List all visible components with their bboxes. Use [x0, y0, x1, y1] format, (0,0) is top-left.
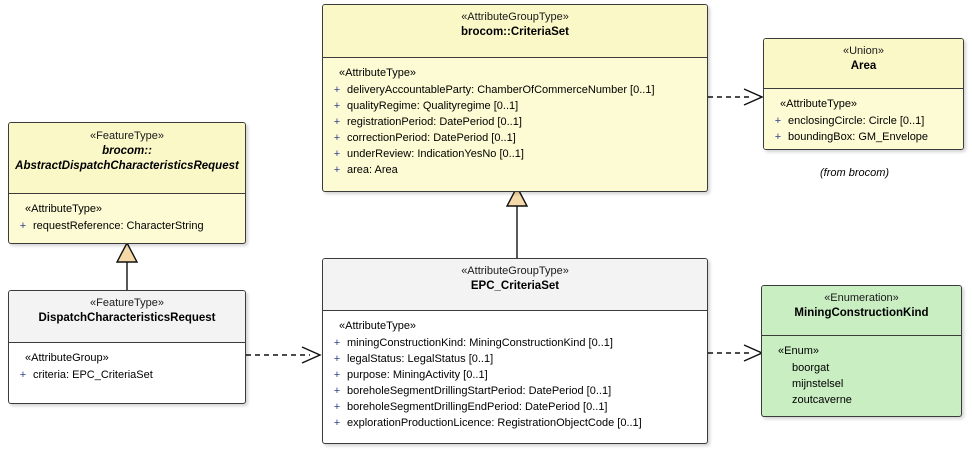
- class-box-abstract-dispatch-characteristics-request[interactable]: «FeatureType» brocom:: AbstractDispatchC…: [8, 122, 246, 244]
- class-box-mining-construction-kind[interactable]: «Enumeration» MiningConstructionKind «En…: [761, 285, 962, 417]
- visibility-marker: +: [774, 131, 782, 143]
- attribute-signature: miningConstructionKind: MiningConstructi…: [347, 337, 613, 349]
- attribute-row: + qualityRegime: Qualityregime [0..1]: [327, 98, 703, 114]
- enum-group-stereotype: «Enum»: [778, 345, 819, 357]
- class-name-line-2: AbstractDispatchCharacteristicsRequest: [15, 160, 239, 172]
- class-stereotype: «FeatureType»: [90, 297, 164, 309]
- attribute-row: + requestReference: CharacterString: [13, 218, 241, 234]
- class-attributes-epc-criteria-set: «AttributeType» + miningConstructionKind…: [323, 311, 707, 437]
- attribute-row: + boreholeSegmentDrillingStartPeriod: Da…: [327, 383, 703, 399]
- class-attributes-dispatch-request: «AttributeGroup» + criteria: EPC_Criteri…: [9, 343, 245, 389]
- class-stereotype: «AttributeGroupType»: [461, 265, 569, 277]
- connector-criteriaset-to-area: [708, 88, 764, 106]
- attribute-signature: boreholeSegmentDrillingStartPeriod: Date…: [347, 385, 612, 397]
- class-attributes-area: «AttributeType» + enclosingCircle: Circl…: [764, 89, 963, 149]
- attribute-group-stereotype: «AttributeType»: [780, 98, 858, 110]
- class-stereotype: «AttributeGroupType»: [461, 11, 569, 23]
- class-literals-mining-construction-kind: «Enum» boorgat mijnstelsel zoutcaverne: [762, 336, 961, 414]
- attribute-signature: deliveryAccountableParty: ChamberOfComme…: [347, 84, 655, 96]
- class-header-dispatch-request: «FeatureType» DispatchCharacteristicsReq…: [9, 291, 245, 343]
- attribute-row: + boundingBox: GM_Envelope: [768, 129, 959, 145]
- package-note-area: (from brocom): [820, 167, 890, 179]
- attribute-group-stereotype: «AttributeType»: [339, 67, 417, 79]
- class-box-area[interactable]: «Union» Area «AttributeType» + enclosing…: [763, 38, 964, 150]
- visibility-marker: +: [333, 148, 341, 160]
- visibility-marker: +: [19, 220, 27, 232]
- visibility-marker: +: [333, 164, 341, 176]
- attribute-signature: explorationProductionLicence: Registrati…: [347, 417, 642, 429]
- attribute-signature: criteria: EPC_CriteriaSet: [33, 369, 153, 381]
- attribute-signature: requestReference: CharacterString: [33, 220, 204, 232]
- attribute-row: + legalStatus: LegalStatus [0..1]: [327, 351, 703, 367]
- class-box-epc-criteria-set[interactable]: «AttributeGroupType» EPC_CriteriaSet «At…: [322, 258, 708, 444]
- attribute-row: + registrationPeriod: DatePeriod [0..1]: [327, 114, 703, 130]
- enum-literal: boorgat: [792, 362, 830, 374]
- attribute-row: + enclosingCircle: Circle [0..1]: [768, 113, 959, 129]
- visibility-marker: +: [333, 132, 341, 144]
- connector-epc-to-criteriaset: [505, 185, 529, 264]
- class-header-area: «Union» Area: [764, 39, 963, 89]
- attribute-row: + correctionPeriod: DatePeriod [0..1]: [327, 130, 703, 146]
- attribute-row: + deliveryAccountableParty: ChamberOfCom…: [327, 82, 703, 98]
- attribute-row: + explorationProductionLicence: Registra…: [327, 415, 703, 431]
- attribute-signature: underReview: IndicationYesNo [0..1]: [347, 148, 524, 160]
- class-header-mining-construction-kind: «Enumeration» MiningConstructionKind: [762, 286, 961, 336]
- visibility-marker: +: [333, 385, 341, 397]
- attribute-signature: boreholeSegmentDrillingEndPeriod: DatePe…: [347, 401, 608, 413]
- attribute-row: + area: Area: [327, 162, 703, 178]
- class-header-criteria-set: «AttributeGroupType» brocom::CriteriaSet: [323, 5, 707, 58]
- class-box-criteria-set[interactable]: «AttributeGroupType» brocom::CriteriaSet…: [322, 4, 708, 192]
- attribute-signature: area: Area: [347, 164, 398, 176]
- class-name-line-1: brocom::: [102, 145, 152, 157]
- class-name: Area: [850, 60, 877, 72]
- enum-literal: mijnstelsel: [792, 378, 844, 390]
- attribute-row: + purpose: MiningActivity [0..1]: [327, 367, 703, 383]
- class-stereotype: «Union»: [843, 45, 884, 57]
- visibility-marker: +: [333, 337, 341, 349]
- attribute-row: + underReview: IndicationYesNo [0..1]: [327, 146, 703, 162]
- attribute-row: + criteria: EPC_CriteriaSet: [13, 367, 241, 383]
- class-stereotype: «FeatureType»: [90, 130, 164, 142]
- visibility-marker: +: [333, 369, 341, 381]
- class-box-dispatch-characteristics-request[interactable]: «FeatureType» DispatchCharacteristicsReq…: [8, 290, 246, 404]
- attribute-signature: legalStatus: LegalStatus [0..1]: [347, 353, 494, 365]
- class-name: MiningConstructionKind: [794, 307, 929, 319]
- class-attributes-criteria-set: «AttributeType» + deliveryAccountablePar…: [323, 58, 707, 184]
- attribute-signature: correctionPeriod: DatePeriod [0..1]: [347, 132, 516, 144]
- visibility-marker: +: [333, 401, 341, 413]
- class-name: EPC_CriteriaSet: [470, 280, 560, 292]
- visibility-marker: +: [333, 417, 341, 429]
- visibility-marker: +: [333, 84, 341, 96]
- class-header-epc-criteria-set: «AttributeGroupType» EPC_CriteriaSet: [323, 259, 707, 311]
- attribute-row: + miningConstructionKind: MiningConstruc…: [327, 335, 703, 351]
- enum-literal: zoutcaverne: [792, 394, 852, 406]
- visibility-marker: +: [333, 116, 341, 128]
- attribute-signature: qualityRegime: Qualityregime [0..1]: [347, 100, 519, 112]
- visibility-marker: +: [333, 100, 341, 112]
- class-stereotype: «Enumeration»: [824, 292, 899, 304]
- class-name: DispatchCharacteristicsRequest: [38, 312, 216, 324]
- attribute-signature: boundingBox: GM_Envelope: [788, 131, 929, 143]
- attribute-group-stereotype: «AttributeType»: [25, 203, 103, 215]
- visibility-marker: +: [774, 115, 782, 127]
- class-header-abstract-dispatch: «FeatureType» brocom:: AbstractDispatchC…: [9, 123, 245, 194]
- connector-dispatch-to-abstractdispatch: [115, 241, 139, 292]
- class-attributes-abstract-dispatch: «AttributeType» + requestReference: Char…: [9, 194, 245, 240]
- attribute-row: + boreholeSegmentDrillingEndPeriod: Date…: [327, 399, 703, 415]
- attribute-signature: enclosingCircle: Circle [0..1]: [788, 115, 925, 127]
- visibility-marker: +: [19, 369, 27, 381]
- connector-epc-to-miningkind: [708, 344, 764, 362]
- attribute-group-stereotype: «AttributeType»: [339, 320, 417, 332]
- attribute-group-stereotype: «AttributeGroup»: [25, 352, 109, 364]
- connector-dispatch-to-epc: [246, 346, 322, 364]
- class-name: brocom::CriteriaSet: [461, 26, 569, 38]
- attribute-signature: purpose: MiningActivity [0..1]: [347, 369, 488, 381]
- attribute-signature: registrationPeriod: DatePeriod [0..1]: [347, 116, 522, 128]
- visibility-marker: +: [333, 353, 341, 365]
